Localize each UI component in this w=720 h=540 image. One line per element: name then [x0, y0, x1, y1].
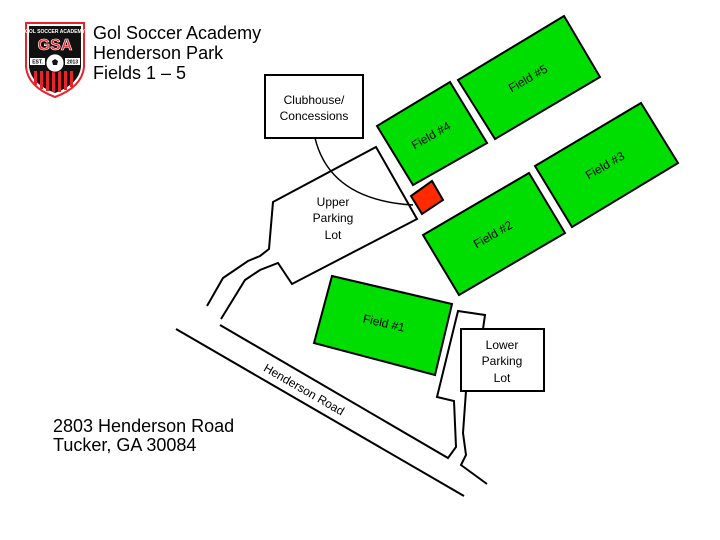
- road-edge-south: [175, 328, 465, 497]
- title-fields: Fields 1 – 5: [93, 63, 187, 83]
- address-city: Tucker, GA 30084: [53, 435, 197, 455]
- gsa-logo: GOL SOCCER ACADEMY GSA EST. 2013: [24, 21, 86, 104]
- title-academy: Gol Soccer Academy: [93, 23, 262, 43]
- field-4[interactable]: [375, 80, 489, 187]
- field-2[interactable]: [421, 171, 567, 297]
- upper-lot-outline: [206, 145, 419, 320]
- road-label: Henderson Road: [261, 361, 347, 418]
- page-title: Gol Soccer Academy Henderson Park Fields…: [93, 23, 261, 83]
- upper-lot-label-2: Parking: [313, 211, 354, 225]
- lower-lot-label-1: Lower: [486, 338, 519, 352]
- field-5[interactable]: [456, 14, 602, 141]
- field-1[interactable]: [312, 274, 454, 377]
- clubhouse-path: [314, 137, 414, 206]
- svg-text:2013: 2013: [67, 60, 78, 66]
- upper-lot-label-1: Upper: [317, 195, 350, 209]
- clubhouse-box[interactable]: [264, 74, 364, 139]
- upper-lot-label-3: Lot: [325, 228, 342, 242]
- title-park: Henderson Park: [93, 43, 224, 63]
- svg-text:GSA: GSA: [38, 37, 73, 54]
- concession-stand[interactable]: [409, 179, 445, 216]
- address-street: 2803 Henderson Road: [53, 416, 235, 436]
- svg-text:EST.: EST.: [32, 60, 43, 66]
- svg-text:GOL SOCCER ACADEMY: GOL SOCCER ACADEMY: [25, 29, 86, 35]
- lower-lot-label-2: Parking: [482, 354, 523, 368]
- road-edge-north: [219, 309, 487, 460]
- lower-lot-driveway: [459, 390, 488, 485]
- field-3[interactable]: [533, 101, 680, 229]
- clubhouse-label-2: Concessions: [280, 109, 349, 123]
- address: 2803 Henderson Road Tucker, GA 30084: [53, 417, 234, 455]
- lower-lot-label-3: Lot: [494, 371, 511, 385]
- lower-lot-box[interactable]: [460, 328, 545, 392]
- clubhouse-label-1: Clubhouse/: [284, 93, 345, 107]
